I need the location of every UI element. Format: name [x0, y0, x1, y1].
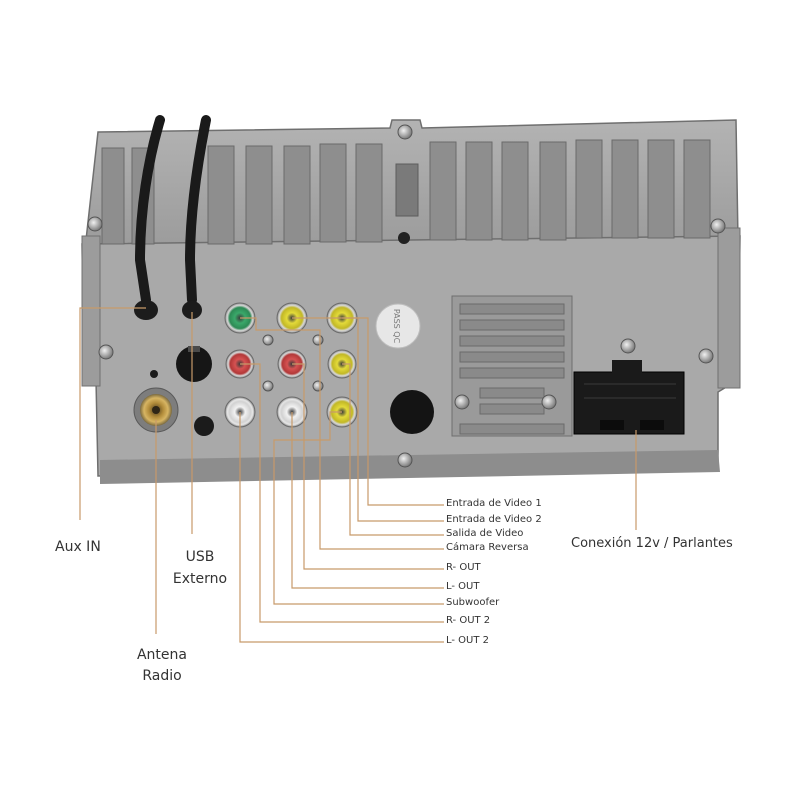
black-connectors	[150, 346, 434, 436]
label-entrada-video-2: Entrada de Video 2	[446, 514, 542, 525]
screw-icons	[87, 124, 726, 468]
heatsink-fins	[101, 139, 711, 245]
leader-lines	[79, 307, 637, 643]
power-speaker-connector	[573, 360, 685, 435]
label-l-out: L- OUT	[446, 581, 480, 592]
usb-jack	[182, 301, 202, 319]
label-l-out-2: L- OUT 2	[446, 635, 490, 646]
label-r-out: R- OUT	[446, 562, 481, 573]
label-antena-line1: Antena	[136, 647, 187, 663]
center-vent	[395, 163, 419, 244]
label-subwoofer: Subwoofer	[446, 597, 500, 608]
label-conexion-12v-parlantes: Conexión 12v / Parlantes	[571, 536, 733, 551]
label-r-out-2: R- OUT 2	[446, 615, 491, 626]
lower-heatsink	[451, 295, 573, 437]
label-entrada-video-1: Entrada de Video 1	[446, 498, 542, 509]
label-camara-reversa: Cámara Reversa	[446, 542, 529, 553]
antenna-jack	[133, 387, 179, 433]
label-antena-line2: Radio	[142, 668, 182, 684]
cables	[134, 115, 211, 305]
label-aux-in: Aux IN	[55, 539, 101, 555]
rca-jacks	[224, 302, 358, 428]
pass-qc-text: PASS QC	[392, 309, 401, 344]
pass-qc-sticker: PASS QC	[375, 303, 421, 349]
label-usb-line2: Externo	[172, 571, 228, 587]
label-salida-video: Salida de Video	[446, 528, 524, 539]
aux-in-jack	[134, 300, 158, 320]
label-usb-line1: USB	[185, 549, 215, 565]
